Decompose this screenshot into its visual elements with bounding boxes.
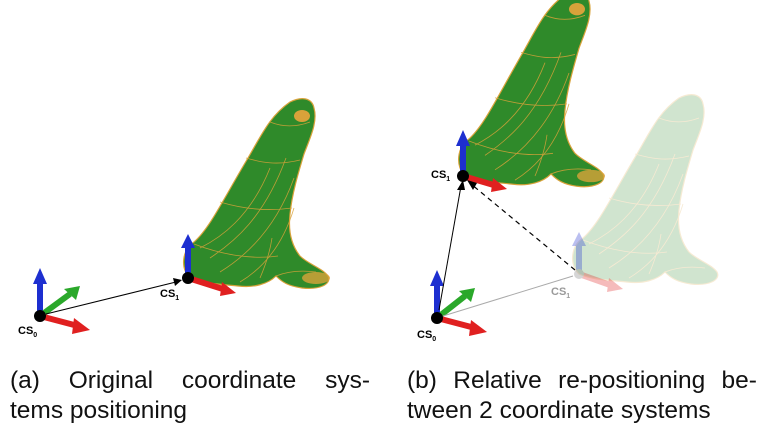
cs0-axes-icon [33,268,90,334]
cs1-ghost-label: CS1 [551,286,570,300]
cs1-ghost-axes-icon [572,232,623,292]
vector-cs0-to-cs1 [438,180,465,311]
panel-a: CS0 CS1 (a) Original coordinate sys- tem… [0,0,381,430]
caption-a: (a) Original coordinate sys- tems positi… [10,367,370,424]
cs1-axes-icon [181,234,236,296]
3d-model-seal-icon [457,0,605,188]
position-vector [45,278,182,315]
cs1-axes-icon [456,130,507,192]
cs1-label: CS1 [160,288,179,302]
cs1-label: CS1 [431,169,450,183]
vector-cs0-to-ghost [442,275,574,317]
scene-a: CS0 CS1 [18,98,330,339]
relative-vector-dashed [467,180,576,271]
3d-model-seal-ghost-icon [571,94,719,285]
cs0-label: CS0 [417,329,436,343]
cs0-axes-icon [430,270,487,336]
3d-model-seal-icon [182,98,330,289]
cs0-label: CS0 [18,325,37,339]
caption-b: (b) Relative re-positioning be- tween 2 … [407,367,757,424]
scene-b: CS0 CS1 CS1 [417,0,719,343]
panel-b: CS0 CS1 CS1 (b) Relative re-positioning … [381,0,763,430]
